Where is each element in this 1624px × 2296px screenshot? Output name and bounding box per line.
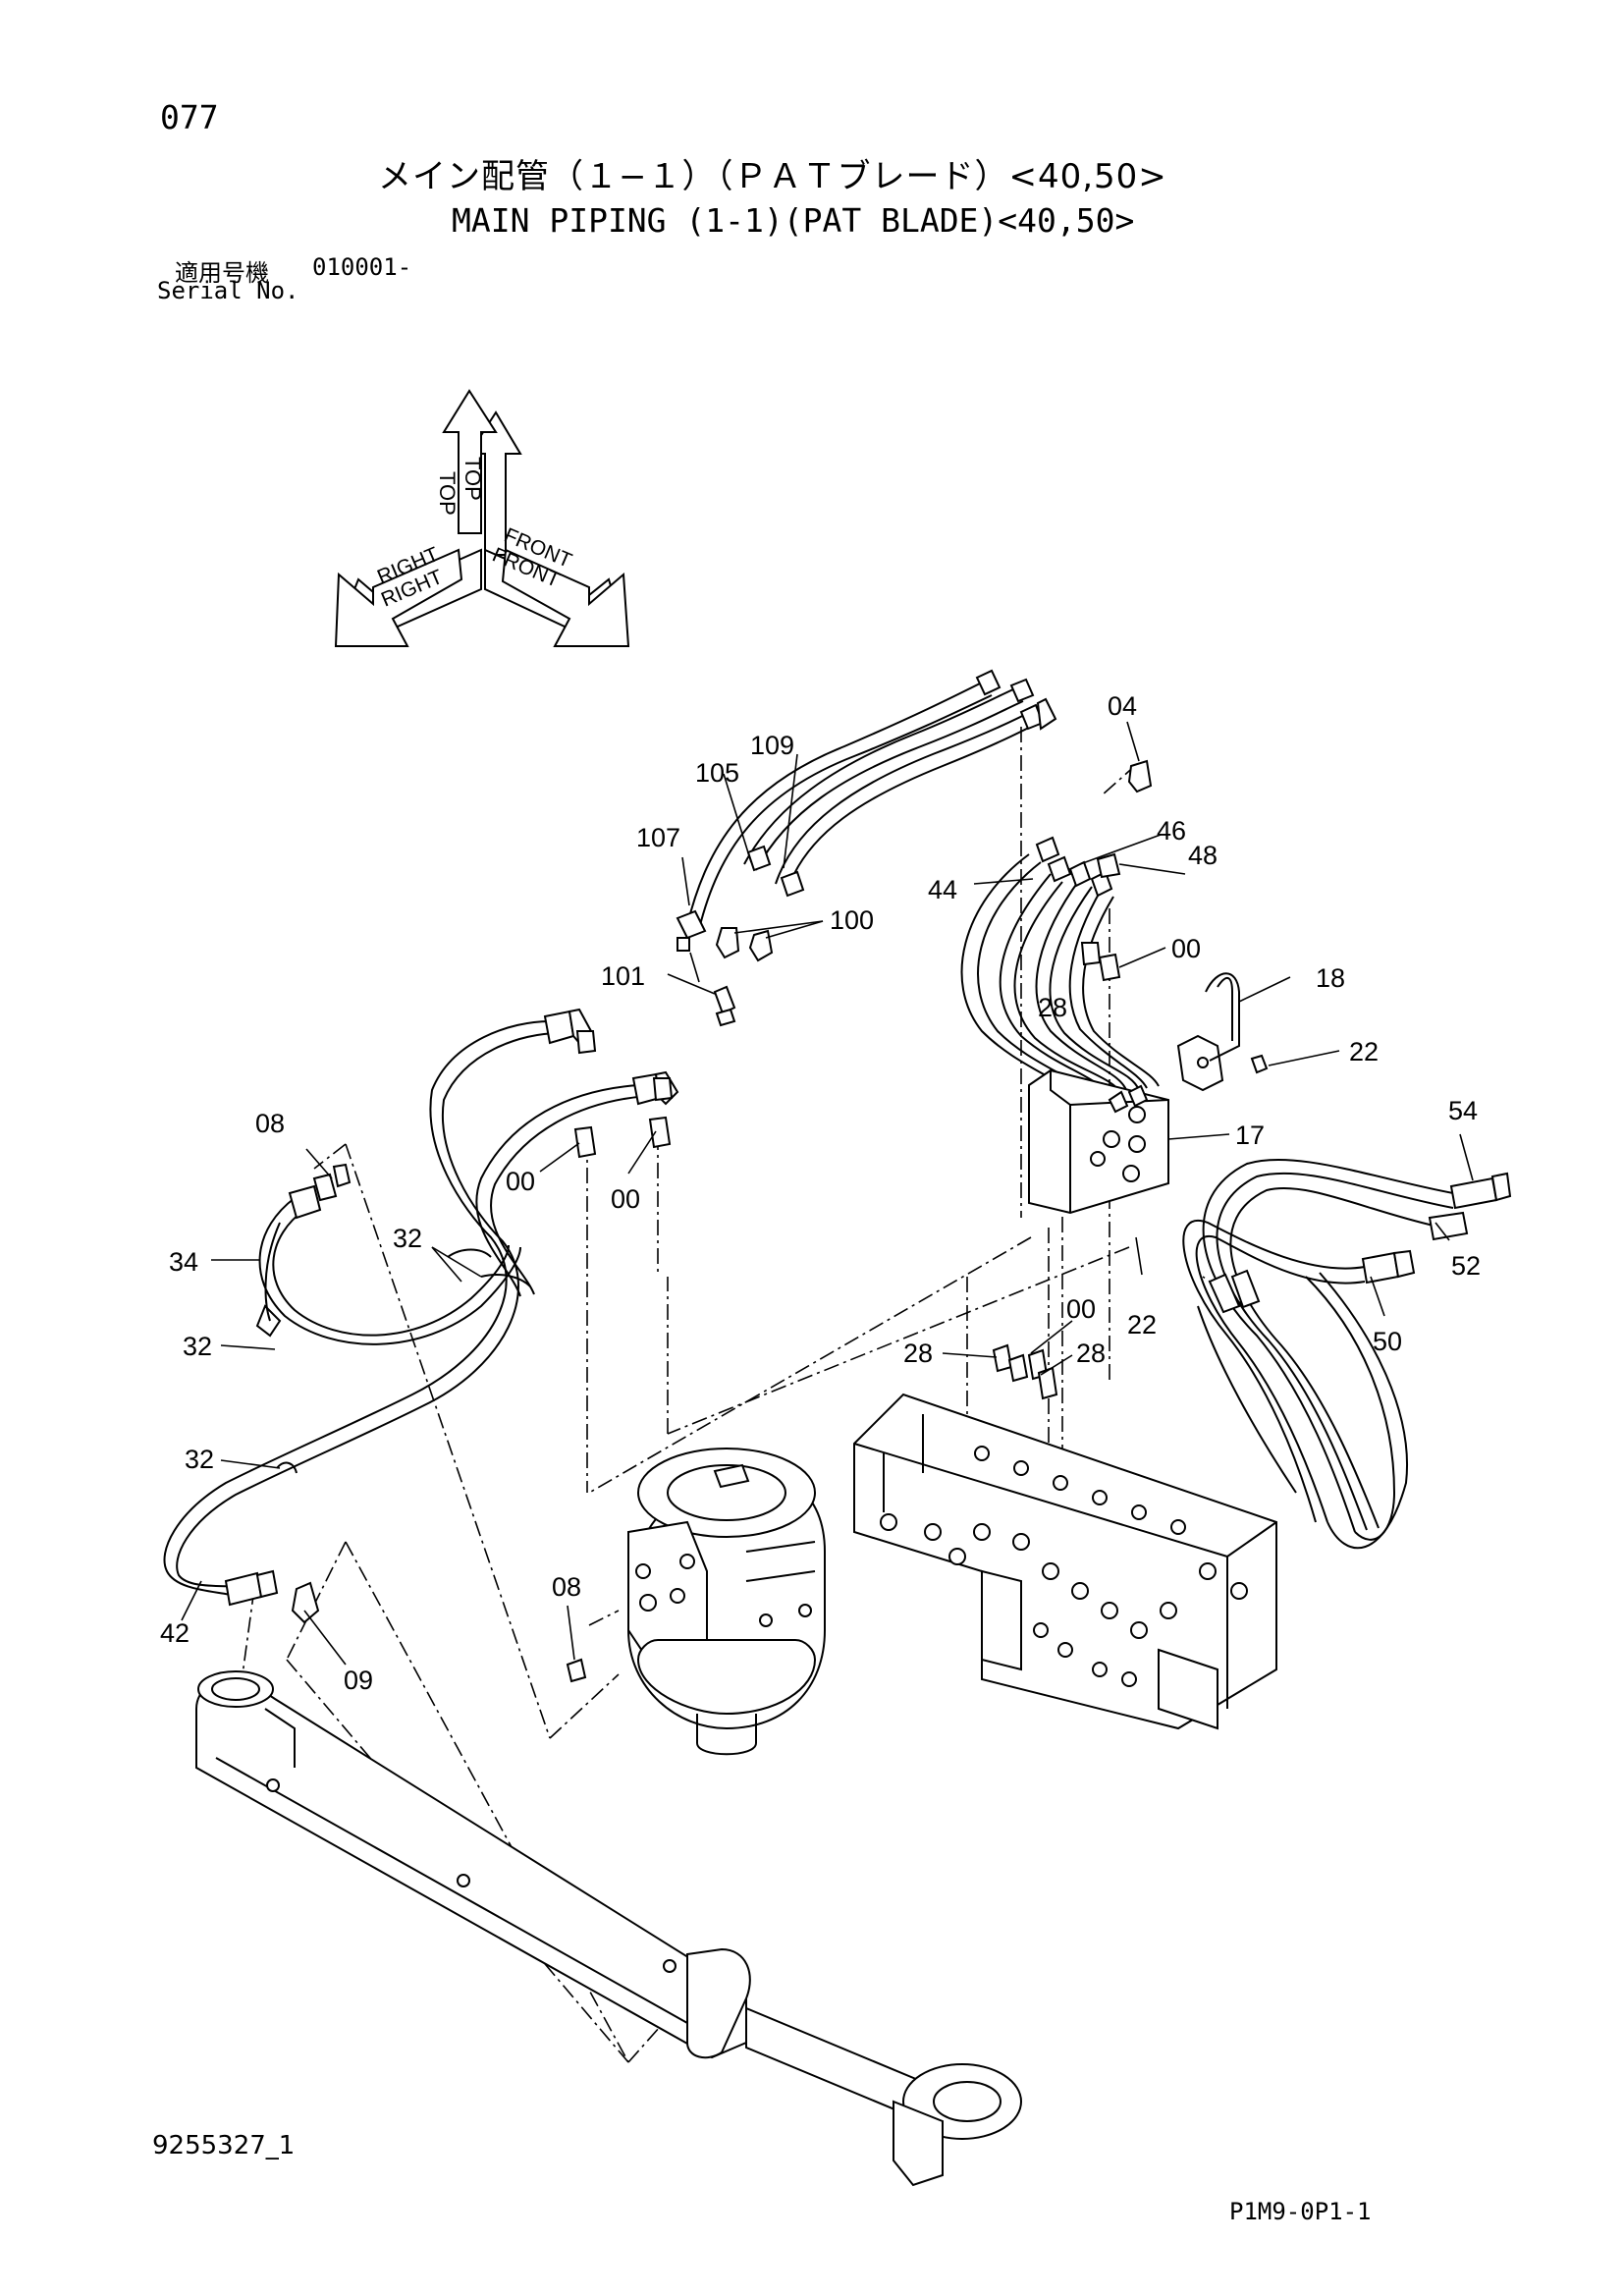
left-hose-assembly <box>163 1008 679 1624</box>
callout-00-valve: 00 <box>1171 934 1201 963</box>
callout-32-upper: 32 <box>393 1224 422 1253</box>
callout-32-middle: 32 <box>183 1332 212 1361</box>
callout-105: 105 <box>695 758 739 788</box>
orientation-top-label: TOP <box>435 471 460 516</box>
callout-54: 54 <box>1448 1096 1478 1125</box>
page-code: P1M9-0P1-1 <box>1229 2198 1372 2225</box>
callout-22-lower: 22 <box>1127 1310 1157 1339</box>
callout-48: 48 <box>1188 841 1218 870</box>
callout-109: 109 <box>750 731 794 760</box>
callout-22-bracket: 22 <box>1349 1037 1379 1066</box>
callout-28-lower-left: 28 <box>903 1339 933 1368</box>
blade-cylinder <box>195 1670 1022 2187</box>
valve-hose-group <box>960 759 1160 1111</box>
callout-28-valve: 28 <box>1038 993 1067 1022</box>
right-hose-loop <box>1182 1158 1512 1550</box>
callout-04: 04 <box>1108 691 1137 721</box>
callout-00-hose-left: 00 <box>506 1167 535 1196</box>
bracket-18 <box>1176 972 1269 1092</box>
callout-08-lower: 08 <box>552 1572 581 1602</box>
callout-00-lower: 00 <box>1066 1294 1096 1324</box>
callout-18: 18 <box>1316 963 1345 993</box>
callout-32-lower: 32 <box>185 1445 214 1474</box>
callout-44: 44 <box>928 875 957 904</box>
callout-09: 09 <box>344 1666 373 1695</box>
callout-labels: 04 109 105 107 100 101 46 48 44 00 28 18… <box>160 691 1481 1695</box>
drawing-id: 9255327_1 <box>152 2131 296 2160</box>
callout-50: 50 <box>1373 1327 1402 1356</box>
swing-motor <box>566 1448 826 1756</box>
callout-46: 46 <box>1157 816 1186 846</box>
callout-52: 52 <box>1451 1251 1481 1281</box>
junction-block-17 <box>1028 1068 1169 1215</box>
leader-lines <box>181 721 1474 1666</box>
page-title-japanese: メイン配管（１−１）（ＰＡＴブレード）<40,50> <box>378 157 1167 196</box>
callout-100: 100 <box>830 905 874 935</box>
callout-00-hose-right: 00 <box>611 1184 640 1214</box>
serial-label-english: Serial No. <box>157 277 299 304</box>
callout-101: 101 <box>601 961 645 991</box>
upper-hose-group <box>676 669 1057 1027</box>
page-number: 077 <box>160 98 219 137</box>
orientation-top-label-shadow: TOP <box>460 457 485 501</box>
orientation-indicator: TOP TOP RIGHT RIGHT FRONT FRONT <box>334 389 630 647</box>
callout-42: 42 <box>160 1618 189 1648</box>
callout-107: 107 <box>636 823 680 852</box>
valve-spools <box>880 1446 1248 1687</box>
page-title-english: MAIN PIPING (1-1)(PAT BLADE)<40,50> <box>452 201 1135 240</box>
callout-08-upper: 08 <box>255 1109 285 1138</box>
callout-34: 34 <box>169 1247 198 1277</box>
serial-number-value: 010001- <box>312 253 412 281</box>
callout-28-lower-right: 28 <box>1076 1339 1106 1368</box>
control-valve <box>853 1343 1277 1730</box>
callout-17: 17 <box>1235 1121 1265 1150</box>
serial-label-japanese: 適用号機 <box>175 259 269 287</box>
